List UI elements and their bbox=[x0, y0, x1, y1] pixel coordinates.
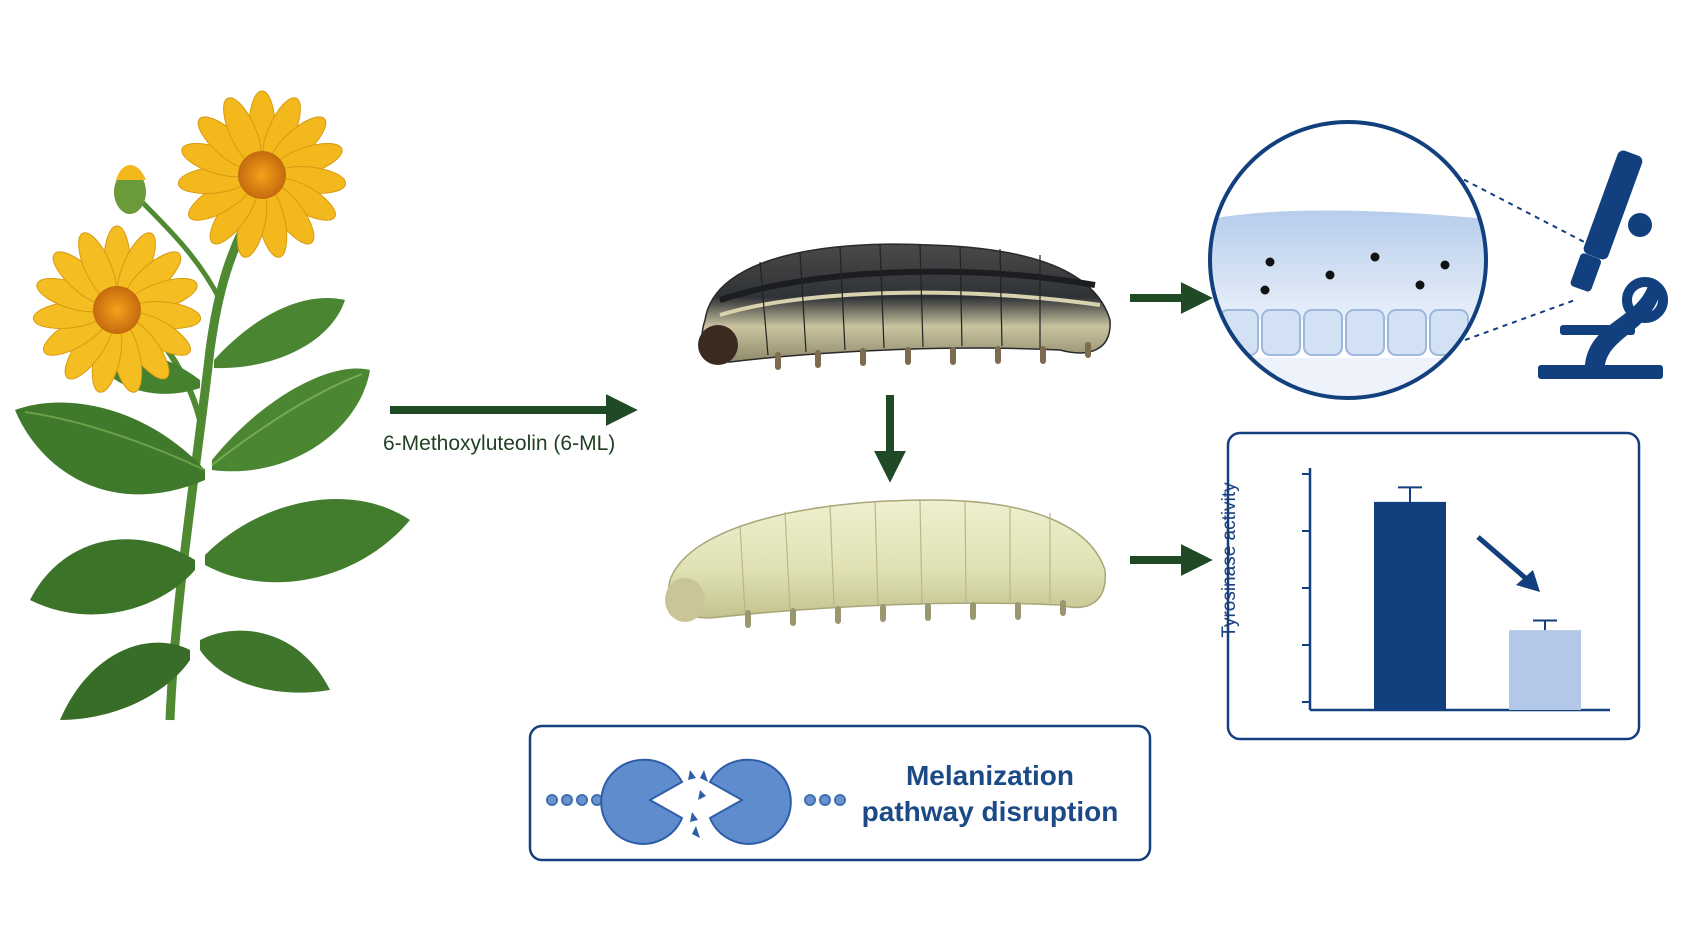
larva-control bbox=[698, 243, 1111, 370]
plant-illustration bbox=[15, 90, 410, 721]
pathway-panel bbox=[528, 724, 1152, 862]
decrease-arrow-head bbox=[1516, 570, 1540, 592]
enzyme-inhibition-icon bbox=[546, 758, 846, 845]
decrease-arrow-shaft bbox=[1476, 535, 1532, 584]
tissue-magnified-view bbox=[1208, 120, 1591, 400]
bar-2 bbox=[1509, 630, 1581, 710]
pathway-title-line1: Melanization bbox=[905, 760, 1074, 791]
tyrosinase-chart bbox=[1302, 468, 1610, 712]
pathway-title: Melanization pathway disruption bbox=[860, 758, 1120, 830]
chart-y-axis-label: Tyrosinase activity bbox=[1219, 482, 1240, 638]
microscope-icon bbox=[1538, 150, 1668, 379]
treatment-label: 6-Methoxyluteolin (6-ML) bbox=[383, 432, 616, 455]
bar-1 bbox=[1374, 501, 1446, 710]
pathway-title-line2: pathway disruption bbox=[861, 796, 1119, 827]
larva-treated bbox=[665, 499, 1106, 628]
